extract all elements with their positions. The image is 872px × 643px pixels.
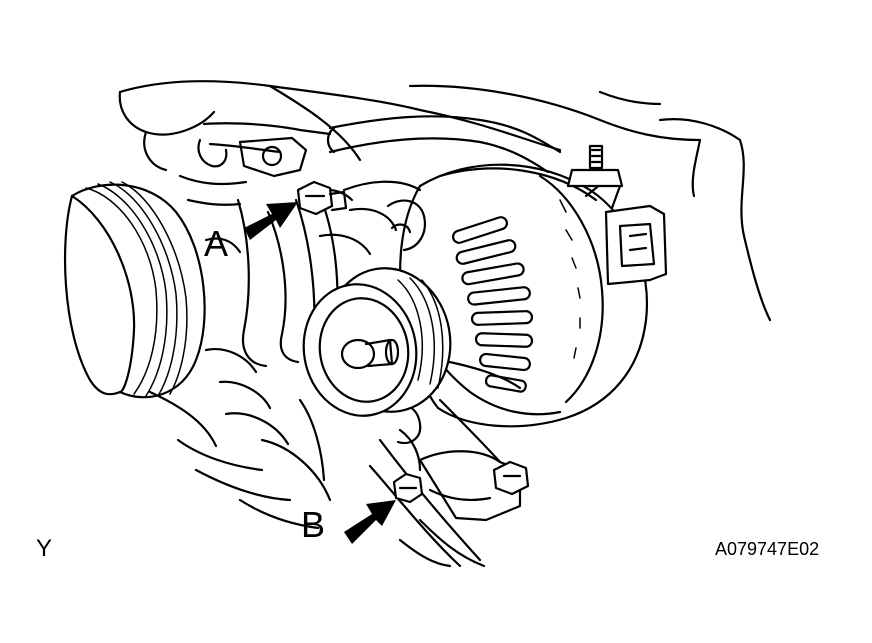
callout-label-a: A <box>204 223 229 264</box>
alternator-connector <box>604 204 668 286</box>
arrow-a <box>244 202 298 240</box>
alternator-cooling-slots <box>451 216 534 393</box>
corner-mark: Y <box>36 535 53 562</box>
bolt-lower-right <box>492 460 530 496</box>
engine-lower-outline <box>148 348 486 568</box>
bolt-a <box>296 180 348 216</box>
lower-mount-bracket <box>398 398 522 522</box>
figure-code: A079747E02 <box>715 539 820 559</box>
callout-label-b: B <box>301 504 326 545</box>
arrow-b <box>344 500 396 544</box>
crankshaft-pulley <box>63 181 242 399</box>
engine-background-outline <box>118 80 772 322</box>
bolt-b <box>392 472 424 504</box>
battery-terminal-stud <box>566 144 624 188</box>
alternator-pulley <box>302 267 452 417</box>
